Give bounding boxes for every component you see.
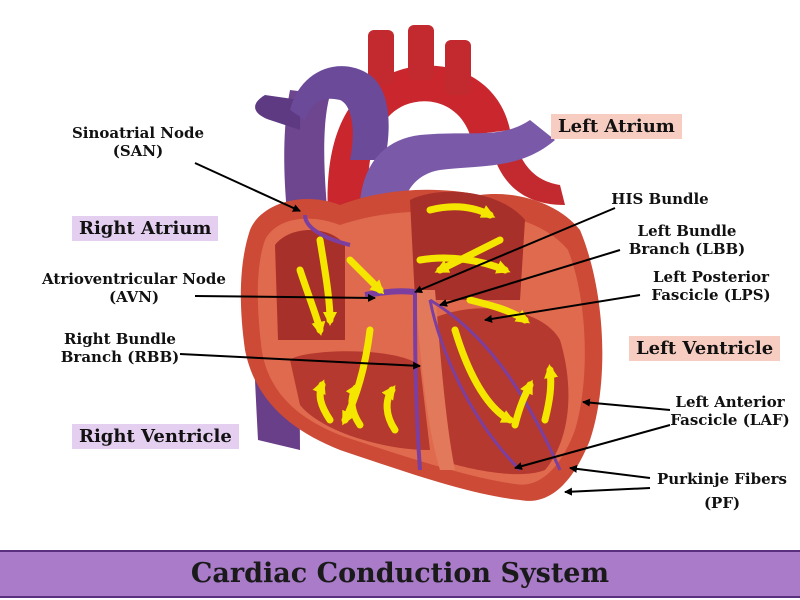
leader-his	[414, 207, 616, 293]
label-avn-line2: (AVN)	[108, 288, 160, 306]
leader-rbb	[179, 353, 421, 370]
leader-laf-2	[514, 424, 671, 470]
chamber-left-ventricle: Left Ventricle	[629, 336, 781, 361]
chamber-right-ventricle: Right Ventricle	[72, 424, 239, 449]
label-laf-line2: Fascicle (LAF)	[670, 411, 790, 429]
diagram-title: Cardiac Conduction System	[190, 558, 610, 589]
chamber-right-atrium: Right Atrium	[72, 216, 219, 241]
label-san-line1: Sinoatrial Node	[71, 124, 205, 142]
label-rbb-line1: Right Bundle	[64, 330, 176, 348]
leader-avn	[194, 293, 376, 302]
label-pf-line2: (PF)	[703, 494, 741, 512]
label-avn: Atrioventricular Node (AVN)	[28, 270, 240, 306]
pulmonary-artery	[290, 66, 555, 230]
leader-laf-1	[582, 398, 671, 411]
title-banner: Cardiac Conduction System	[0, 550, 800, 598]
label-rbb-line2: Branch (RBB)	[60, 348, 180, 366]
leader-lbb	[439, 249, 621, 307]
label-pf: Purkinje Fibers (PF)	[652, 470, 792, 512]
label-laf-line1: Left Anterior	[675, 393, 785, 411]
label-laf: Left Anterior Fascicle (LAF)	[660, 393, 800, 429]
label-his-line1: HIS Bundle	[611, 190, 709, 208]
label-lps-line1: Left Posterior	[652, 268, 769, 286]
label-lps-line2: Fascicle (LPS)	[651, 286, 771, 304]
label-avn-line1: Atrioventricular Node	[42, 270, 226, 288]
label-san: Sinoatrial Node (SAN)	[58, 124, 218, 160]
label-rbb: Right Bundle Branch (RBB)	[45, 330, 195, 366]
label-pf-line1: Purkinje Fibers	[656, 470, 787, 488]
impulse-arrows	[296, 203, 558, 434]
leader-pf-1	[569, 464, 651, 479]
label-lbb-line2: Branch (LBB)	[628, 240, 746, 258]
leader-pf-2	[564, 487, 651, 496]
label-lbb: Left Bundle Branch (LBB)	[612, 222, 762, 258]
label-leaders	[179, 162, 671, 496]
leader-lps	[484, 294, 641, 323]
label-lps: Left Posterior Fascicle (LPS)	[636, 268, 786, 304]
leader-san	[194, 162, 301, 212]
label-his: HIS Bundle	[605, 190, 715, 208]
chamber-left-atrium: Left Atrium	[551, 114, 682, 139]
label-san-line2: (SAN)	[112, 142, 164, 160]
label-lbb-line1: Left Bundle	[637, 222, 737, 240]
